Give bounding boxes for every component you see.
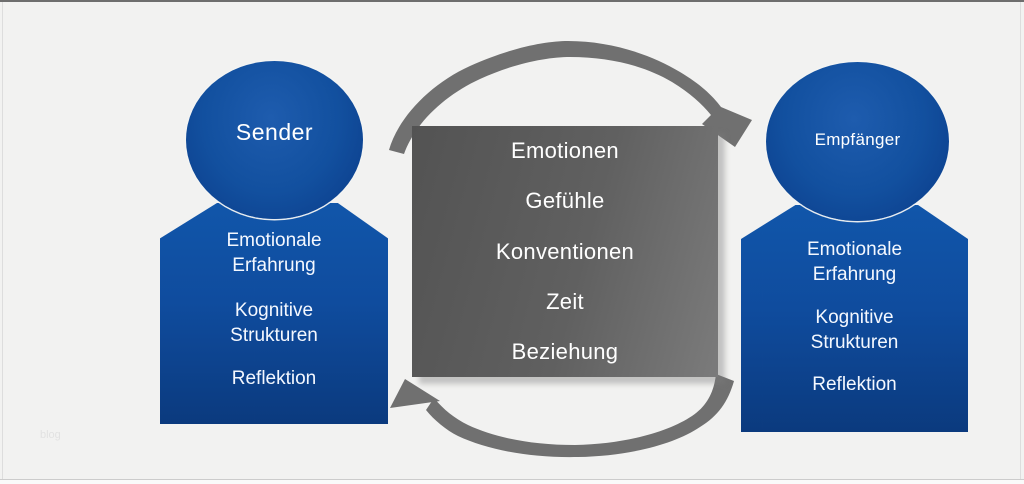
bottom-border (0, 479, 1024, 480)
empfaenger-item: Emotionale Erfahrung (806, 239, 903, 285)
empfaenger-head: Empfänger (766, 62, 949, 221)
empfaenger-item: Kognitive Strukturen (810, 307, 899, 353)
sender-item: Reflektion (231, 368, 317, 389)
message-item: Konventionen (495, 238, 635, 264)
left-border (2, 2, 3, 479)
arrow-bottom-head (390, 379, 440, 408)
sender-item: Emotionale Erfahrung (226, 230, 322, 276)
sender-head: Sender (186, 61, 363, 219)
right-border (1020, 2, 1021, 479)
watermark: blog (40, 429, 61, 441)
top-border (0, 0, 1024, 2)
empfaenger-item: Reflektion (812, 374, 897, 395)
message-box: Emotionen Gefühle Konventionen Zeit Bezi… (412, 126, 718, 377)
message-item: Gefühle (525, 188, 605, 214)
sender-item: Kognitive Strukturen (230, 300, 318, 346)
message-item: Beziehung (511, 338, 619, 364)
sender-body: Emotionale Erfahrung Kognitive Strukture… (160, 203, 388, 424)
empfaenger-body: Emotionale Erfahrung Kognitive Strukture… (741, 205, 968, 432)
arrow-bottom-curve (426, 374, 734, 458)
bottom-border-light (0, 480, 1024, 484)
empfaenger-label: Empfänger (814, 129, 901, 149)
message-item: Emotionen (511, 138, 619, 164)
arrow-top-curve (389, 41, 752, 154)
sender-label: Sender (235, 118, 314, 145)
message-item: Zeit (546, 288, 584, 314)
